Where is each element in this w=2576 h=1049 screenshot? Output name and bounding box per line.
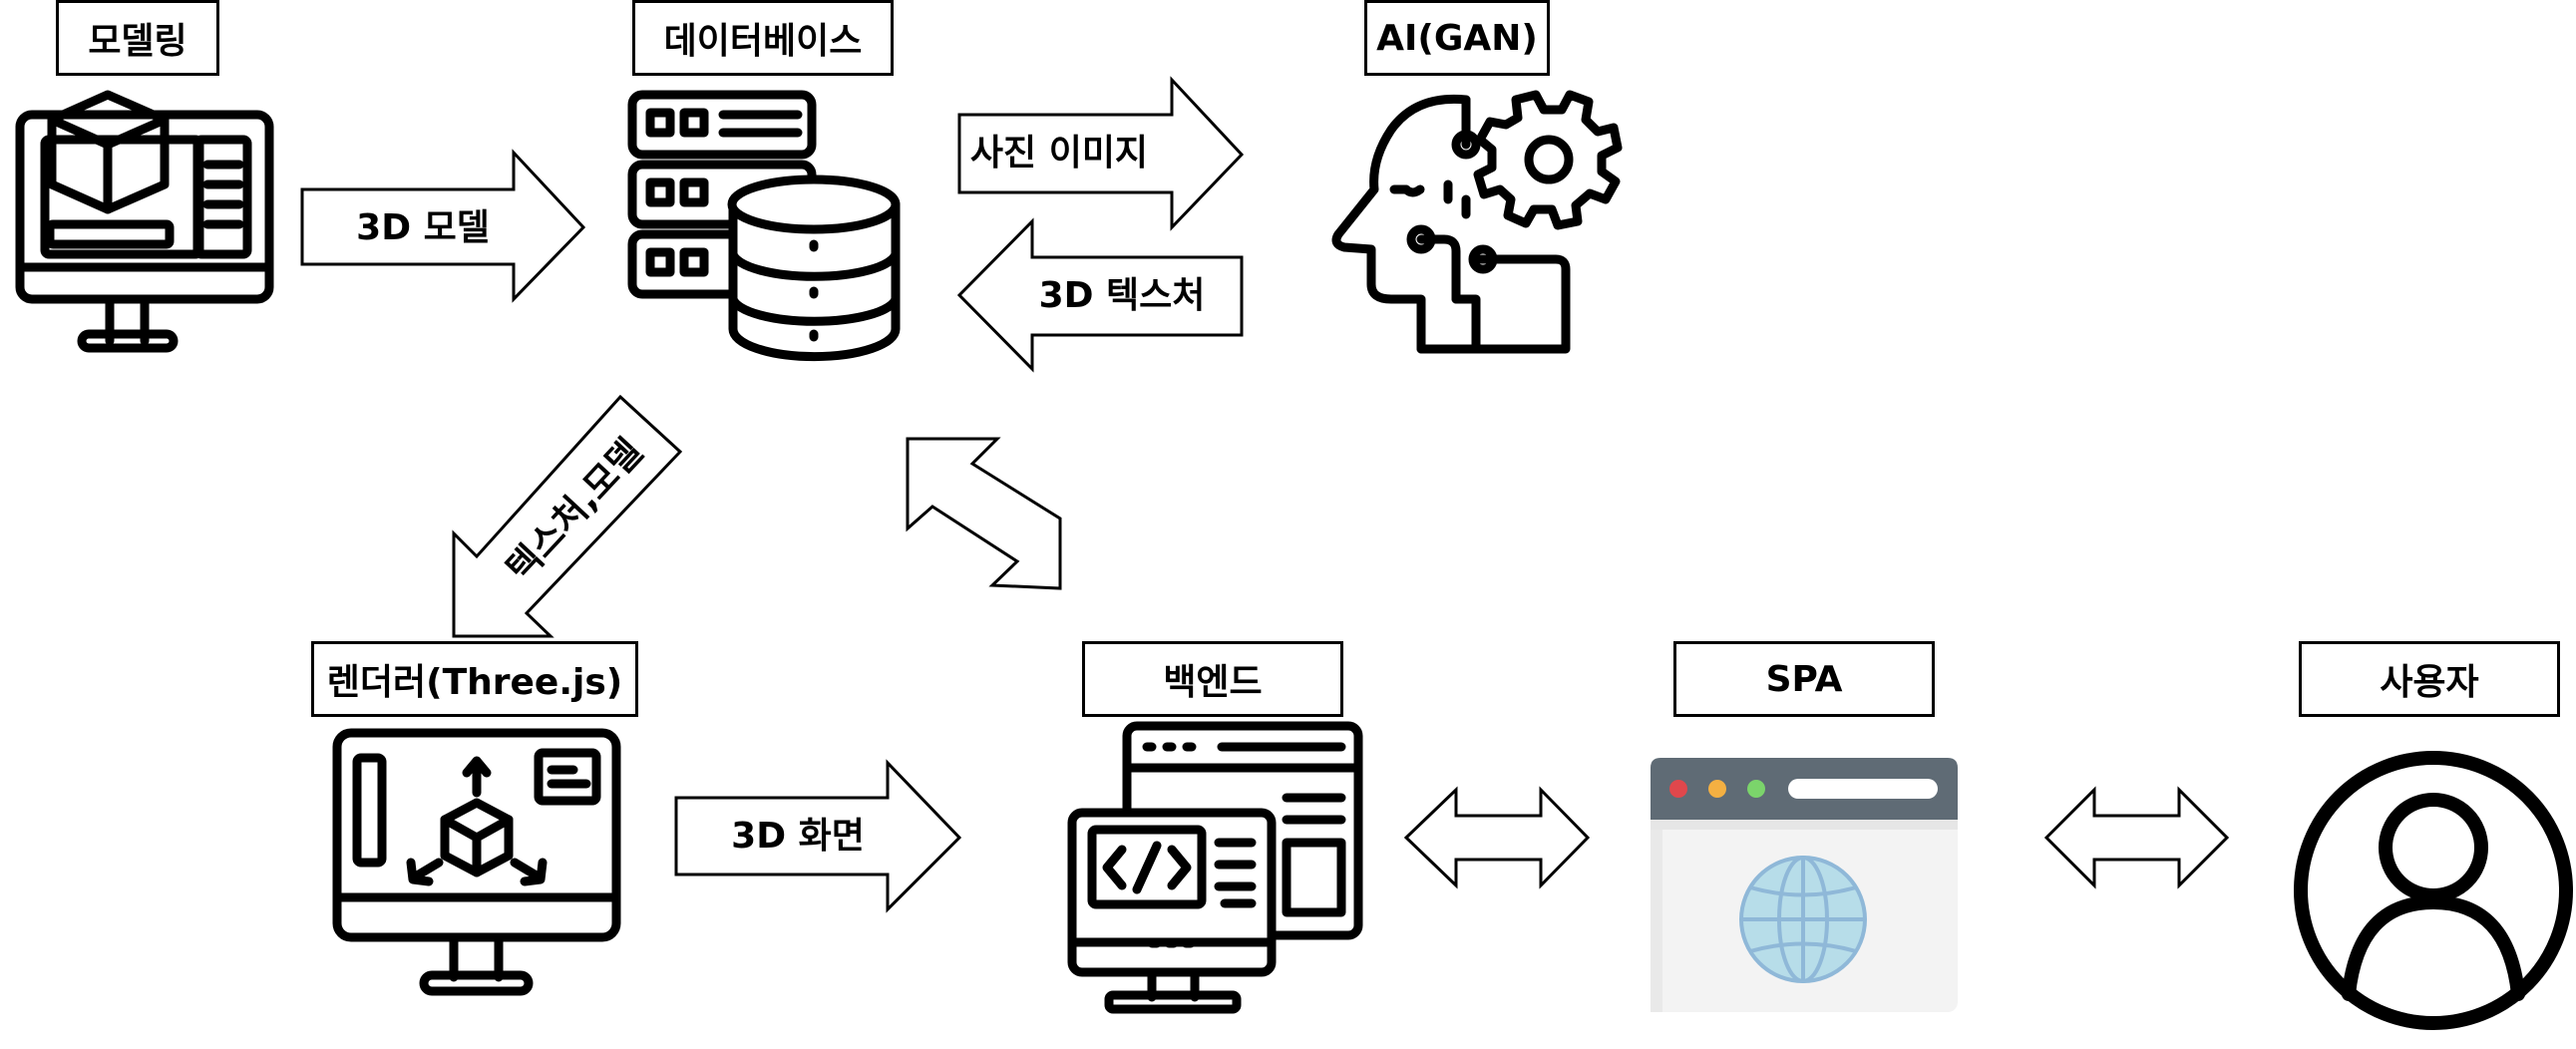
node-label-backend: 백엔드 xyxy=(1082,641,1343,717)
backend-code-monitor-icon xyxy=(1067,721,1363,1014)
arrow-db-backend xyxy=(906,437,1062,590)
database-server-icon xyxy=(627,90,901,362)
ai-head-gear-icon xyxy=(1331,90,1623,354)
arrow-label-screen-3d: 3D 화면 xyxy=(731,816,865,857)
node-label-ai: AI(GAN) xyxy=(1364,0,1550,76)
arrow-label-texture-3d: 3D 텍스처 xyxy=(1039,275,1206,316)
user-avatar-icon xyxy=(2294,751,2573,1030)
arrow-screen-3d xyxy=(674,759,962,913)
node-label-user: 사용자 xyxy=(2299,641,2560,717)
arrow-label-model-3d: 3D 모델 xyxy=(356,207,490,248)
arrow-backend-spa xyxy=(1403,786,1591,889)
arrow-texture-model xyxy=(452,394,683,638)
node-label-spa: SPA xyxy=(1673,641,1935,717)
spa-browser-globe-icon xyxy=(1651,758,1958,1012)
arrow-model-3d xyxy=(300,149,586,303)
arrow-texture-3d xyxy=(956,217,1244,373)
node-label-modeling: 모델링 xyxy=(56,0,219,76)
monitor-3d-renderer-icon xyxy=(332,728,621,996)
arrow-label-photo-image: 사진 이미지 xyxy=(970,133,1148,174)
node-label-database: 데이터베이스 xyxy=(632,0,894,76)
arrow-photo-image xyxy=(957,76,1245,231)
monitor-3d-modeling-icon xyxy=(15,90,274,353)
arrow-spa-user xyxy=(2043,786,2230,889)
node-label-renderer: 렌더러(Three.js) xyxy=(311,641,638,717)
